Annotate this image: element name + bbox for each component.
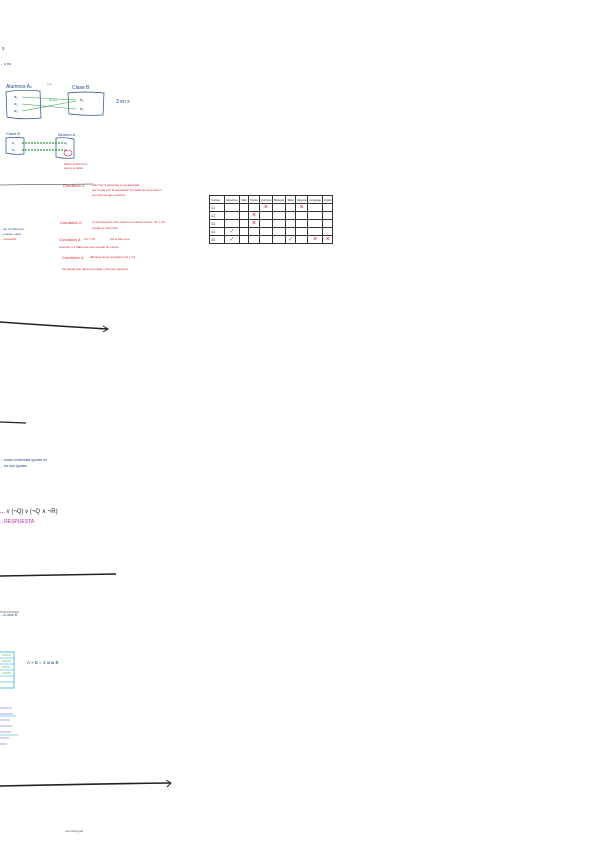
- cross-mark-icon: ×: [299, 203, 304, 211]
- separator-line: [0, 321, 109, 330]
- check-mark-icon: ✓: [229, 236, 235, 243]
- condition-1-text: por lo que con la suposición (1) sabemos…: [92, 188, 162, 192]
- red-caption-line: que no se define: [64, 167, 84, 170]
- table-cell: [248, 235, 260, 244]
- red-circle: [63, 149, 73, 157]
- clase-b-item: b₁: [80, 97, 84, 102]
- separator-line: [0, 183, 94, 186]
- condition-3-text: C4 = C5: [84, 237, 96, 241]
- clase-b2-box: [5, 137, 25, 155]
- lower-formula: A × B = 3 una B: [27, 660, 59, 665]
- clase-b2-item: b₁: [12, 141, 16, 145]
- table-cell: [294, 235, 309, 244]
- schedule-table: Cursos Algoritmo Cálc. Física Química Bi…: [209, 195, 334, 244]
- alumnos-item: a₂: [14, 101, 18, 106]
- arrow-note: busca: [49, 98, 58, 102]
- table-row-label: C5: [209, 235, 225, 244]
- lower-label: ...á una B: [0, 612, 18, 617]
- clase-b2-label: Clase B: [6, 131, 21, 136]
- left-note: ... las condiciones: [0, 227, 24, 231]
- table-cell: [258, 235, 274, 244]
- logic-formula: ... v (¬Q) v (¬Q ∧ ¬R): [0, 509, 58, 515]
- alumnos-item: a₁: [14, 94, 18, 99]
- arrow-line: [21, 103, 77, 110]
- red-caption-line: debe ir al alumno su: [64, 163, 88, 166]
- arrow-line: [21, 96, 77, 101]
- condition-3-text: Asi lo dice que: [110, 237, 130, 241]
- condition-2-text: ocupa un solo para: [92, 226, 118, 230]
- separator-line: [0, 782, 171, 787]
- condition-1-text: los mismos que nosotros: [92, 193, 126, 197]
- cross-mark-icon: ×: [263, 203, 268, 211]
- table-row: C2×: [209, 211, 334, 220]
- condition-note: Suponer C1 Sabemos que ocupan un mismo: [59, 245, 119, 249]
- side-note: 3 en x: [116, 99, 130, 105]
- cross-mark-icon: ×: [251, 219, 256, 227]
- clase-b-item: b₂: [80, 106, 84, 111]
- table-body: C1××C2×C3×C4✓C5✓✓××: [209, 203, 334, 244]
- condition-2-text: en la ocupación tres casos en nuestra se…: [92, 220, 165, 224]
- alumnos-item: a₃: [14, 108, 18, 113]
- table-cell: [272, 235, 287, 244]
- cyan-underline: [0, 715, 18, 736]
- condition-3-label: Condición 3:: [59, 237, 82, 242]
- footer-author: Ivan Mengual: [65, 829, 84, 833]
- tiny-mark: s: [2, 46, 5, 52]
- separator-line: [0, 421, 27, 424]
- condition-4-label: Condición 4:: [62, 255, 85, 260]
- arrow-head: [102, 325, 109, 333]
- intro-text: ... a tra: [0, 62, 11, 66]
- alumno-a2-box: [55, 137, 75, 159]
- left-note: ... pueden estar: [0, 232, 21, 236]
- cross-mark-icon: ×: [313, 235, 318, 243]
- cyan-rows: [0, 657, 14, 683]
- green-scribbles: [2, 654, 11, 674]
- middle-note: ... todas contenidas iguales en: [0, 458, 48, 462]
- check-mark-icon: ✓: [288, 236, 294, 243]
- arrow-line: [21, 100, 77, 112]
- alumno-a2-label: Alumno A: [58, 132, 76, 137]
- green-note: p.m.: [47, 82, 53, 86]
- cross-mark-icon: ×: [325, 235, 330, 243]
- answer-word: ...RESPUESTA: [0, 519, 35, 525]
- left-note: ... necesario: [0, 237, 17, 241]
- alumnos-box: [5, 89, 42, 120]
- clase-b-label: Clase B: [72, 85, 90, 91]
- middle-note: ... los dos iguales: [0, 464, 28, 468]
- table-header-row: Cursos Algoritmo Cálc. Física Química Bi…: [209, 195, 334, 204]
- alumnos-label: Alumnos Aₙ: [6, 84, 32, 90]
- table-row: C1××: [209, 203, 334, 212]
- alumno-a2-item: a₂: [64, 148, 68, 152]
- cross-mark-icon: ×: [251, 211, 256, 219]
- condition-4-text: diferente de la ocupación C1 y C3: [90, 255, 136, 259]
- table-row: C5 ✓ ✓ × ×: [209, 235, 334, 244]
- condition-2-label: Condición 2:: [60, 220, 83, 225]
- separator-line: [0, 573, 117, 577]
- condition-1-text: todo hay 3 personas en la actividad: [92, 183, 140, 187]
- condition-1-label: Condición 1:: [63, 183, 86, 188]
- alumno-a2-item: a₁: [64, 141, 68, 145]
- purple-list: [0, 707, 13, 745]
- check-mark-icon: ✓: [229, 228, 235, 235]
- table-cell: ×: [321, 235, 334, 244]
- condition-conclusion: Asi queda que debemos elegir y tres las …: [62, 267, 129, 271]
- arrow-head: [165, 779, 172, 788]
- clase-b-box: [67, 91, 105, 116]
- clase-b2-item: b₂: [12, 148, 16, 152]
